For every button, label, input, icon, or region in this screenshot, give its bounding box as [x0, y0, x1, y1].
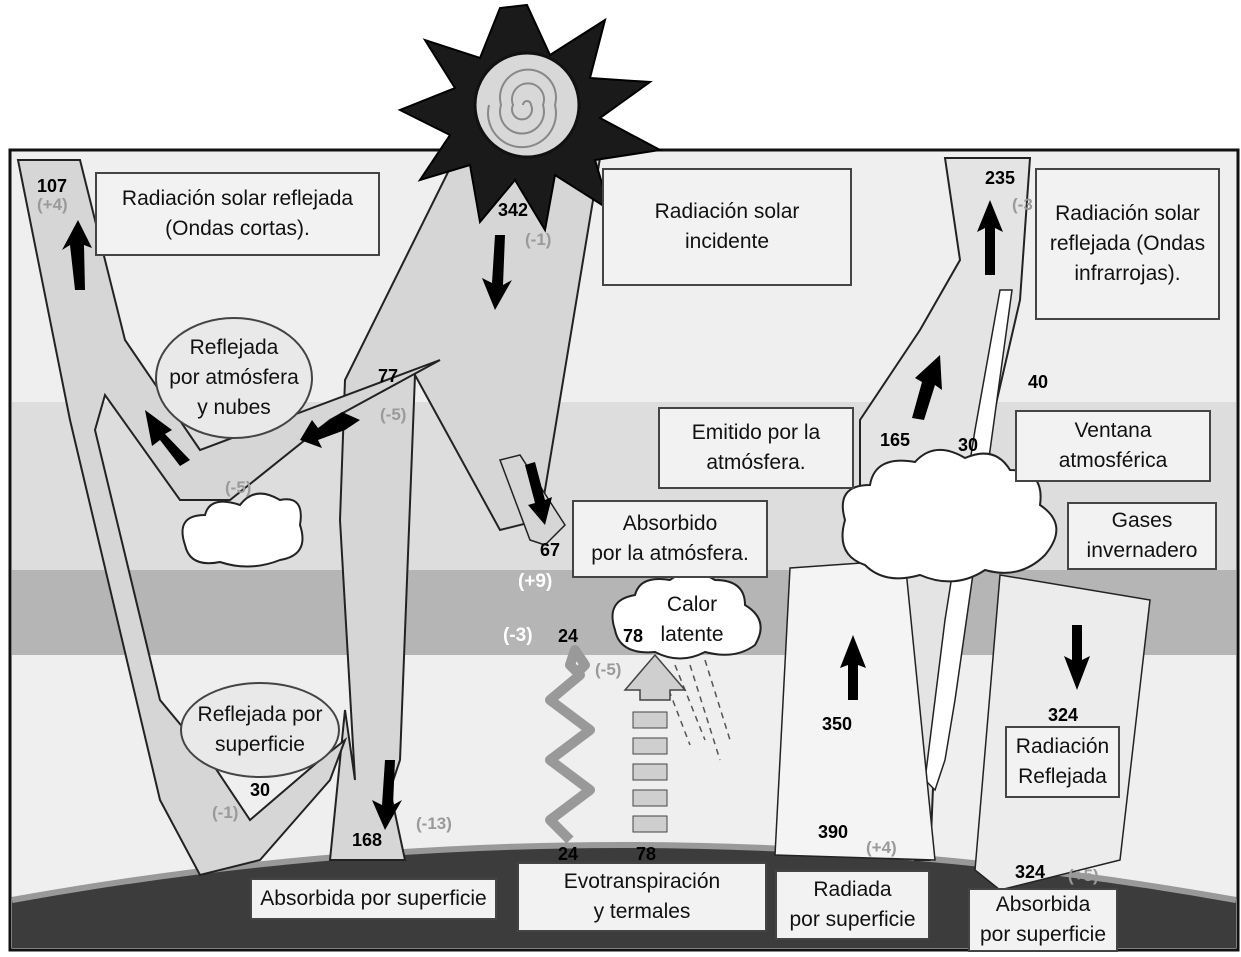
value-390: 390: [818, 822, 849, 842]
change-324: (+5): [1068, 866, 1099, 885]
sun-disc: [473, 51, 581, 159]
label-absorbed-surface-left: Absorbida por superficie: [250, 878, 497, 920]
label-incident-solar: Radiación solar incidente: [602, 168, 852, 286]
value-30-window: 30: [958, 435, 979, 455]
label-reflected-solar: Radiación solar reflejada (Ondas cortas)…: [95, 172, 380, 256]
value-78-bottom: 78: [636, 844, 657, 864]
label-absorbed-atm: Absorbido por la atmósfera.: [572, 500, 768, 578]
latent-heat-arrow: [623, 653, 687, 701]
value-40: 40: [1028, 372, 1049, 392]
cloud-left: [181, 492, 304, 568]
label-greenhouse-gases: Gases invernadero: [1067, 502, 1217, 570]
change-390: (+4): [866, 838, 897, 857]
change-78: (-5): [595, 660, 622, 679]
change-107: (+4): [37, 195, 68, 214]
value-24-top: 24: [558, 626, 579, 646]
value-24-bottom: 24: [558, 844, 579, 864]
thermal-zigzag: [545, 645, 595, 844]
value-350: 350: [822, 714, 853, 734]
value-168: 168: [352, 830, 383, 850]
change-168: (-13): [416, 814, 452, 833]
value-235: 235: [985, 168, 1016, 188]
change-cloud-left: (-5): [225, 478, 252, 497]
label-radiated-surface: Radiada por superficie: [775, 870, 930, 940]
value-342: 342: [498, 200, 529, 220]
label-emitted-atm: Emitido por la atmósfera.: [658, 407, 854, 489]
label-reflected-surface: Reflejada por superficie: [180, 682, 340, 778]
change-235: (-3: [1012, 195, 1033, 214]
label-evapotranspiration: Evotranspiración y termales: [517, 862, 767, 932]
label-latent-heat: Calor latente: [660, 593, 724, 646]
value-324-top: 324: [1048, 705, 1079, 725]
change-77: (-5): [380, 405, 407, 424]
label-atm-window: Ventana atmosférica: [1015, 410, 1211, 482]
sun-spiral: [487, 68, 557, 149]
change-24-top: (-3): [503, 625, 533, 646]
label-reflected-atm-clouds: Reflejada por atmósfera y nubes: [155, 317, 313, 439]
value-324-bottom: 324: [1015, 862, 1046, 882]
change-30-surface: (-1): [212, 803, 239, 822]
value-30-surface: 30: [250, 780, 271, 800]
label-reflected-radiation: Radiación Reflejada: [1005, 726, 1120, 798]
change-67: (+9): [518, 571, 553, 592]
label-reflected-ir: Radiación solar reflejada (Ondas infrarr…: [1035, 168, 1220, 320]
label-absorbed-surface-right: Absorbida por superficie: [968, 888, 1118, 952]
value-77: 77: [378, 366, 399, 386]
flow-arrows: [62, 200, 1090, 830]
value-78-top: 78: [623, 626, 644, 646]
value-107: 107: [37, 176, 68, 196]
cloud-latent: [611, 571, 762, 660]
value-67: 67: [540, 540, 561, 560]
latent-heat-blocks: [632, 711, 668, 833]
absorbed-atm-branch: [499, 454, 566, 546]
cloud-right: [841, 449, 1058, 583]
change-342: (-1): [525, 230, 552, 249]
value-165: 165: [880, 430, 911, 450]
